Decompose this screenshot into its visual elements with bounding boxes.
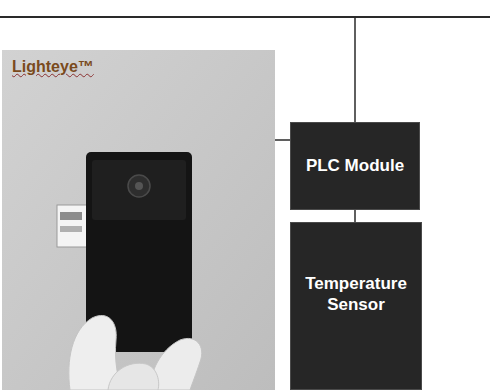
device-window [92,160,186,220]
device-lens-center [135,182,143,190]
text-group: Temperature Sensor [299,273,413,316]
photo-panel: Lighteye™ [2,50,275,390]
node-label: PLC Module [306,155,404,176]
card-stripe [60,212,82,220]
connector [354,210,356,222]
connector [275,139,290,141]
device-lens [128,175,150,197]
photo-background [2,50,275,390]
node-label: Temperature Sensor [299,273,413,316]
sensor-box: Temperature Sensor [290,222,422,390]
card-stripe [60,226,82,232]
card [57,205,89,247]
module-box: PLC Module [290,122,420,210]
text-group: PLC Module [306,155,404,176]
hand [108,363,159,390]
bus-line [0,16,490,18]
bus-drop-line [354,17,356,122]
node-label: Lighteye™ [12,58,94,76]
